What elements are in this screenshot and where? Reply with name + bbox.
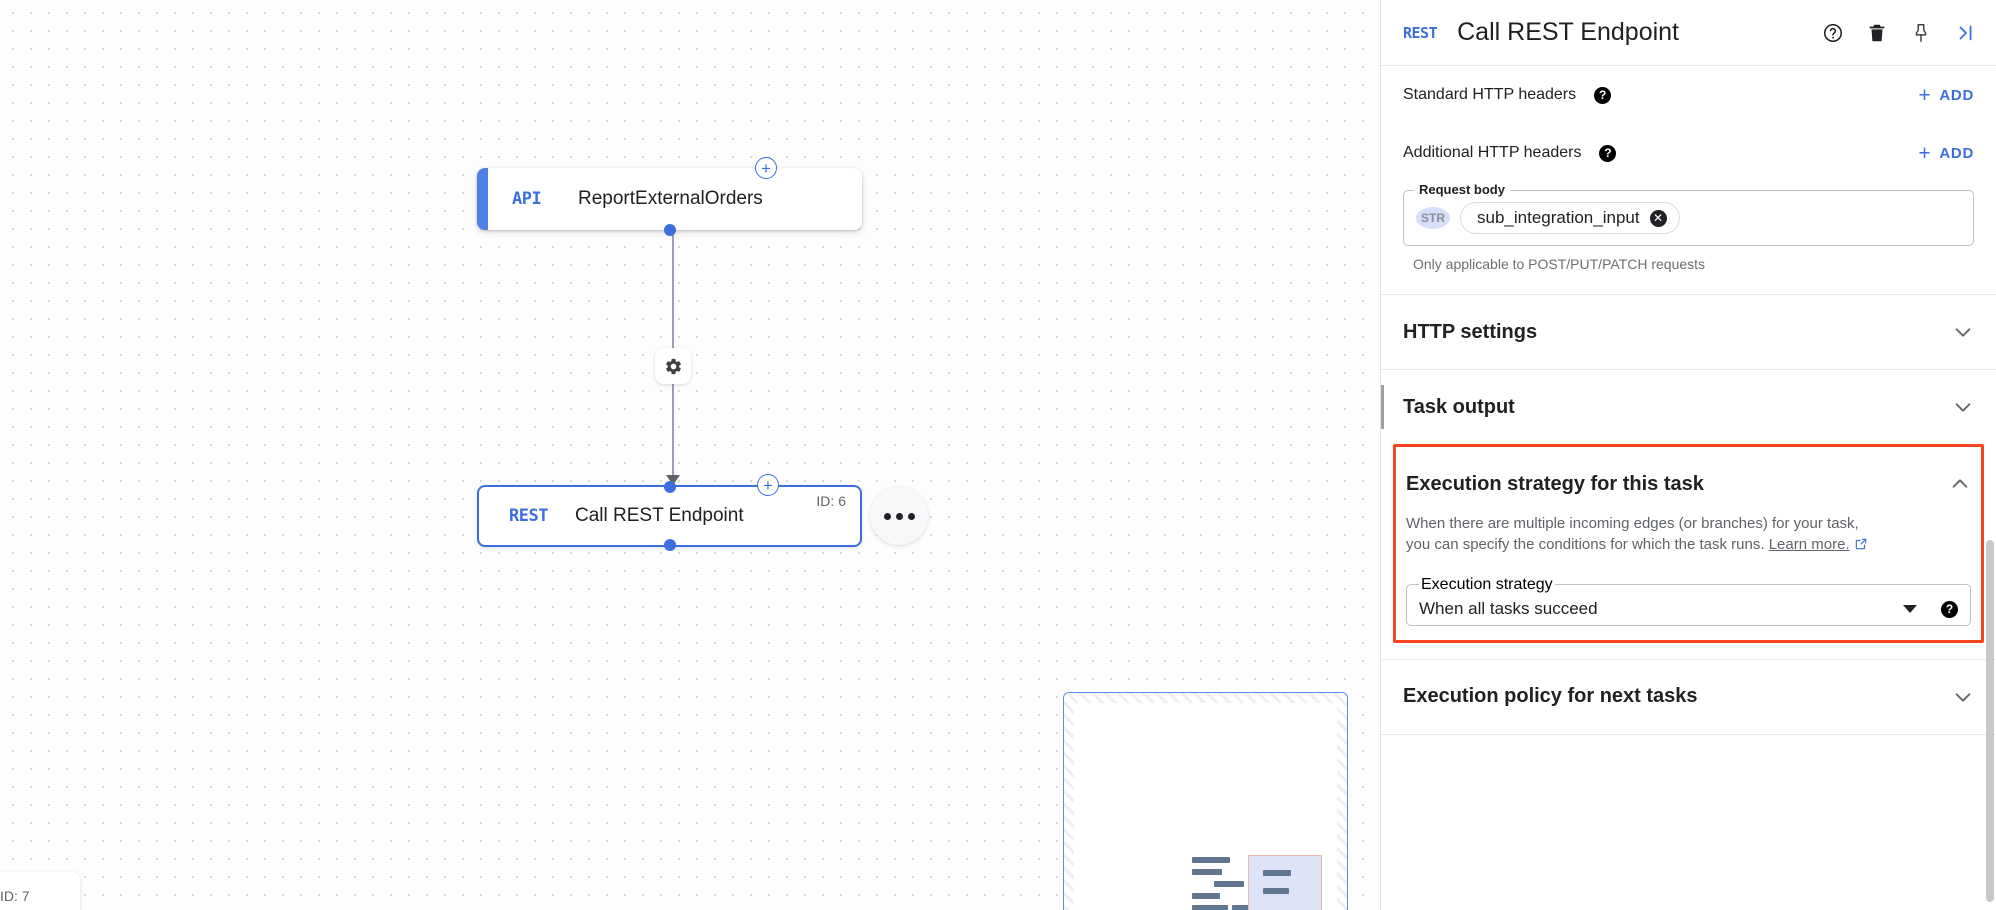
description-line-1: When there are multiple incoming edges (… xyxy=(1406,515,1859,532)
section-execution-policy[interactable]: Execution policy for next tasks xyxy=(1381,660,1996,734)
dot xyxy=(895,512,903,520)
request-body-variable-label: sub_integration_input xyxy=(1477,208,1640,227)
panel-body: Standard HTTP headers ? + ADD Additional… xyxy=(1381,66,1996,910)
learn-more-link[interactable]: Learn more. xyxy=(1768,536,1850,554)
divider xyxy=(1381,369,1996,370)
help-filled-icon[interactable]: ? xyxy=(1594,86,1612,104)
external-link-icon[interactable] xyxy=(1854,536,1868,557)
node-output-port[interactable] xyxy=(663,539,676,551)
divider xyxy=(1381,658,1996,660)
chevron-down-icon xyxy=(1952,396,1974,418)
chevron-down-icon xyxy=(1952,686,1974,708)
add-additional-header-label: ADD xyxy=(1939,144,1974,162)
request-body-variable-chip[interactable]: sub_integration_input ✕ xyxy=(1460,202,1680,234)
workflow-canvas[interactable]: API ReportExternalOrders + REST Call RES… xyxy=(0,0,1380,910)
node-type-badge: API xyxy=(512,189,542,209)
pin-icon[interactable] xyxy=(1910,22,1932,44)
node-title: ReportExternalOrders xyxy=(578,188,763,209)
node-type-badge: REST xyxy=(509,506,548,526)
execution-strategy-select[interactable]: Execution strategy When all tasks succee… xyxy=(1406,575,1971,626)
dot xyxy=(907,512,915,520)
node-accent-bar xyxy=(477,168,488,230)
execution-strategy-legend: Execution strategy xyxy=(1421,575,1553,593)
execution-strategy-section: Execution strategy for this task When th… xyxy=(1393,444,1984,643)
section-http-settings[interactable]: HTTP settings xyxy=(1381,295,1996,369)
add-standard-header-label: ADD xyxy=(1939,86,1974,104)
node-title: Call REST Endpoint xyxy=(575,505,744,526)
panel-type-badge: REST xyxy=(1403,23,1438,42)
chevron-down-icon xyxy=(1952,321,1974,343)
plus-icon: + xyxy=(1918,83,1932,107)
standard-http-headers-label: Standard HTTP headers xyxy=(1403,86,1577,103)
add-node-after-rest-icon[interactable]: + xyxy=(757,474,779,496)
section-execution-policy-title: Execution policy for next tasks xyxy=(1403,685,1698,708)
gear-icon[interactable] xyxy=(655,348,691,384)
plus-icon: + xyxy=(1918,141,1932,165)
add-node-after-api-icon[interactable]: + xyxy=(755,157,777,179)
canvas-dropzone[interactable] xyxy=(1063,692,1348,910)
node-input-port[interactable] xyxy=(663,481,676,493)
collapse-panel-icon[interactable] xyxy=(1954,22,1978,44)
standard-http-headers-row: Standard HTTP headers ? + ADD xyxy=(1381,66,1996,124)
section-task-output[interactable]: Task output xyxy=(1381,370,1996,444)
close-icon[interactable]: ✕ xyxy=(1649,209,1667,227)
edge-arrowhead xyxy=(666,475,680,485)
node-id-label: ID: 6 xyxy=(816,493,846,509)
execution-strategy-description: When there are multiple incoming edges (… xyxy=(1396,513,1981,558)
task-config-panel: REST Call REST Endpoint xyxy=(1380,0,1996,910)
more-options-icon[interactable] xyxy=(870,487,928,545)
add-additional-header-button[interactable]: + ADD xyxy=(1918,143,1974,164)
execution-strategy-title: Execution strategy for this task xyxy=(1406,472,1704,495)
description-line-2: you can specify the conditions for which… xyxy=(1406,536,1765,554)
additional-http-headers-row: Additional HTTP headers ? + ADD xyxy=(1381,124,1996,182)
request-body-type-badge: STR xyxy=(1416,207,1450,229)
help-filled-icon[interactable]: ? xyxy=(1599,144,1617,162)
panel-scrollbar[interactable] xyxy=(1986,540,1994,902)
help-filled-icon[interactable]: ? xyxy=(1941,600,1958,618)
execution-strategy-header[interactable]: Execution strategy for this task xyxy=(1396,447,1981,521)
divider xyxy=(1381,733,1996,735)
dot xyxy=(883,512,891,520)
chevron-up-icon xyxy=(1949,473,1971,495)
request-body-legend: Request body xyxy=(1414,182,1510,197)
help-circle-icon[interactable] xyxy=(1822,22,1844,44)
dropzone-illustration-panel xyxy=(1248,855,1322,910)
section-http-settings-title: HTTP settings xyxy=(1403,320,1538,343)
chevron-down-icon[interactable] xyxy=(1903,605,1917,614)
additional-http-headers-label: Additional HTTP headers xyxy=(1403,144,1582,161)
offscreen-node-card[interactable] xyxy=(0,872,80,910)
node-output-port[interactable] xyxy=(663,224,676,236)
add-standard-header-button[interactable]: + ADD xyxy=(1918,85,1974,106)
node-call-rest-endpoint[interactable]: REST Call REST Endpoint ID: 6 xyxy=(477,481,862,551)
execution-strategy-value: When all tasks succeed xyxy=(1419,599,1598,619)
panel-header: REST Call REST Endpoint xyxy=(1381,0,1996,66)
section-task-output-title: Task output xyxy=(1403,395,1515,418)
section-active-marker xyxy=(1381,385,1384,429)
node-report-external-orders[interactable]: API ReportExternalOrders xyxy=(477,168,862,236)
page-title: Call REST Endpoint xyxy=(1457,18,1679,46)
trash-icon[interactable] xyxy=(1866,22,1888,44)
request-body-field[interactable]: Request body STR sub_integration_input ✕ xyxy=(1403,182,1974,246)
offscreen-node-id-label: ID: 7 xyxy=(0,888,30,904)
dropzone-illustration xyxy=(1192,855,1322,910)
request-body-hint: Only applicable to POST/PUT/PATCH reques… xyxy=(1413,256,1706,272)
divider xyxy=(1381,294,1996,295)
